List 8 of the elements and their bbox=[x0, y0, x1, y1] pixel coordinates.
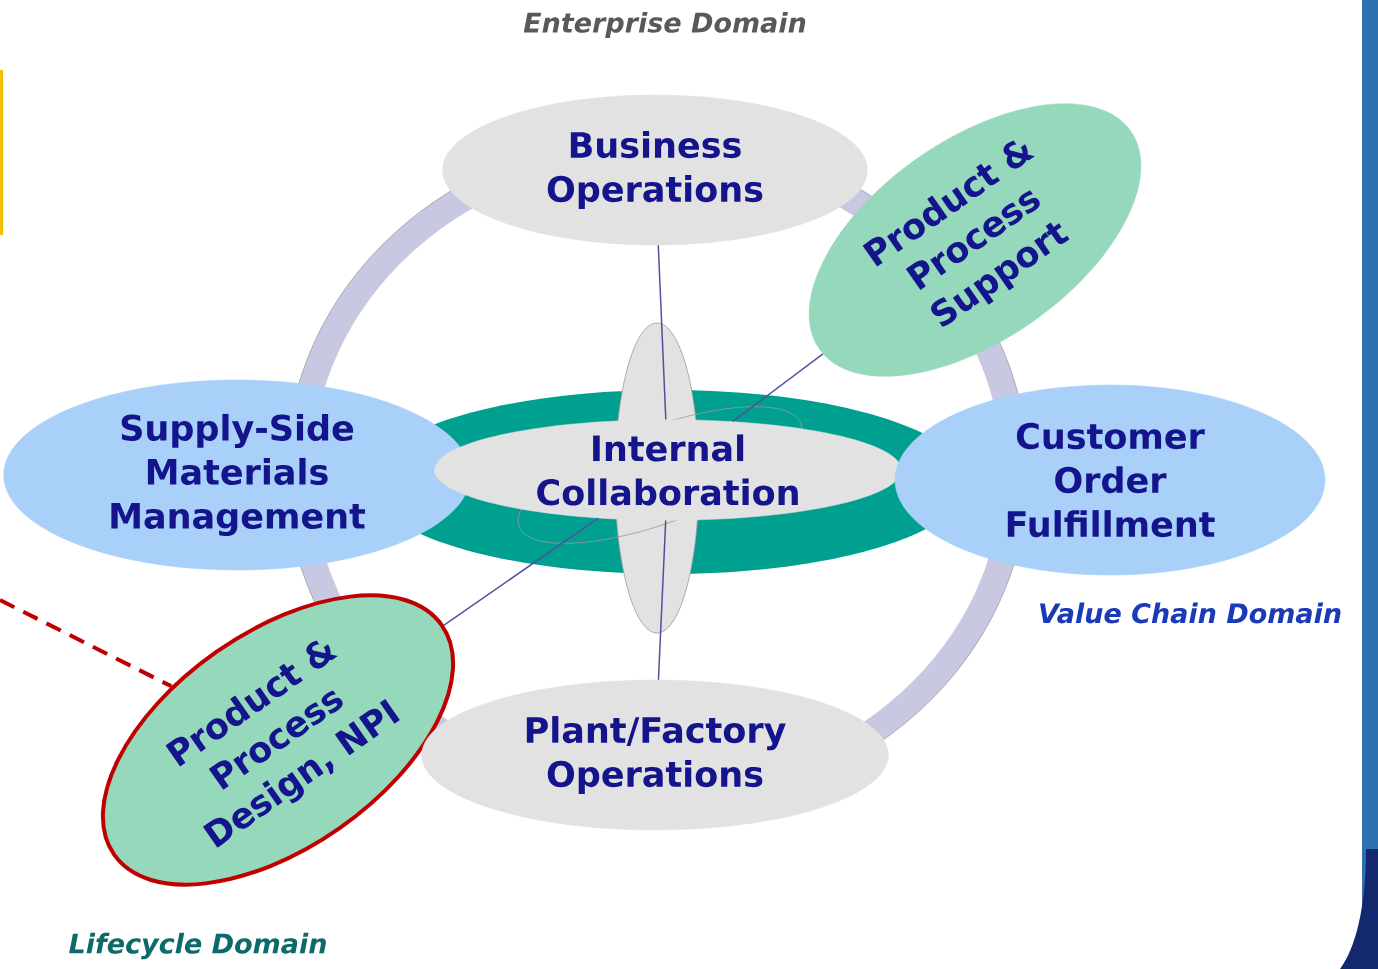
domain-label: Enterprise Domain bbox=[523, 11, 806, 39]
connector-line bbox=[732, 353, 824, 423]
domain-label: Value Chain Domain bbox=[1040, 602, 1341, 624]
leader-line bbox=[0, 598, 173, 689]
connector-line bbox=[657, 244, 667, 421]
connector-line bbox=[657, 519, 667, 681]
domain-label: Lifecycle Domain bbox=[69, 932, 326, 960]
connector-line bbox=[443, 517, 600, 626]
